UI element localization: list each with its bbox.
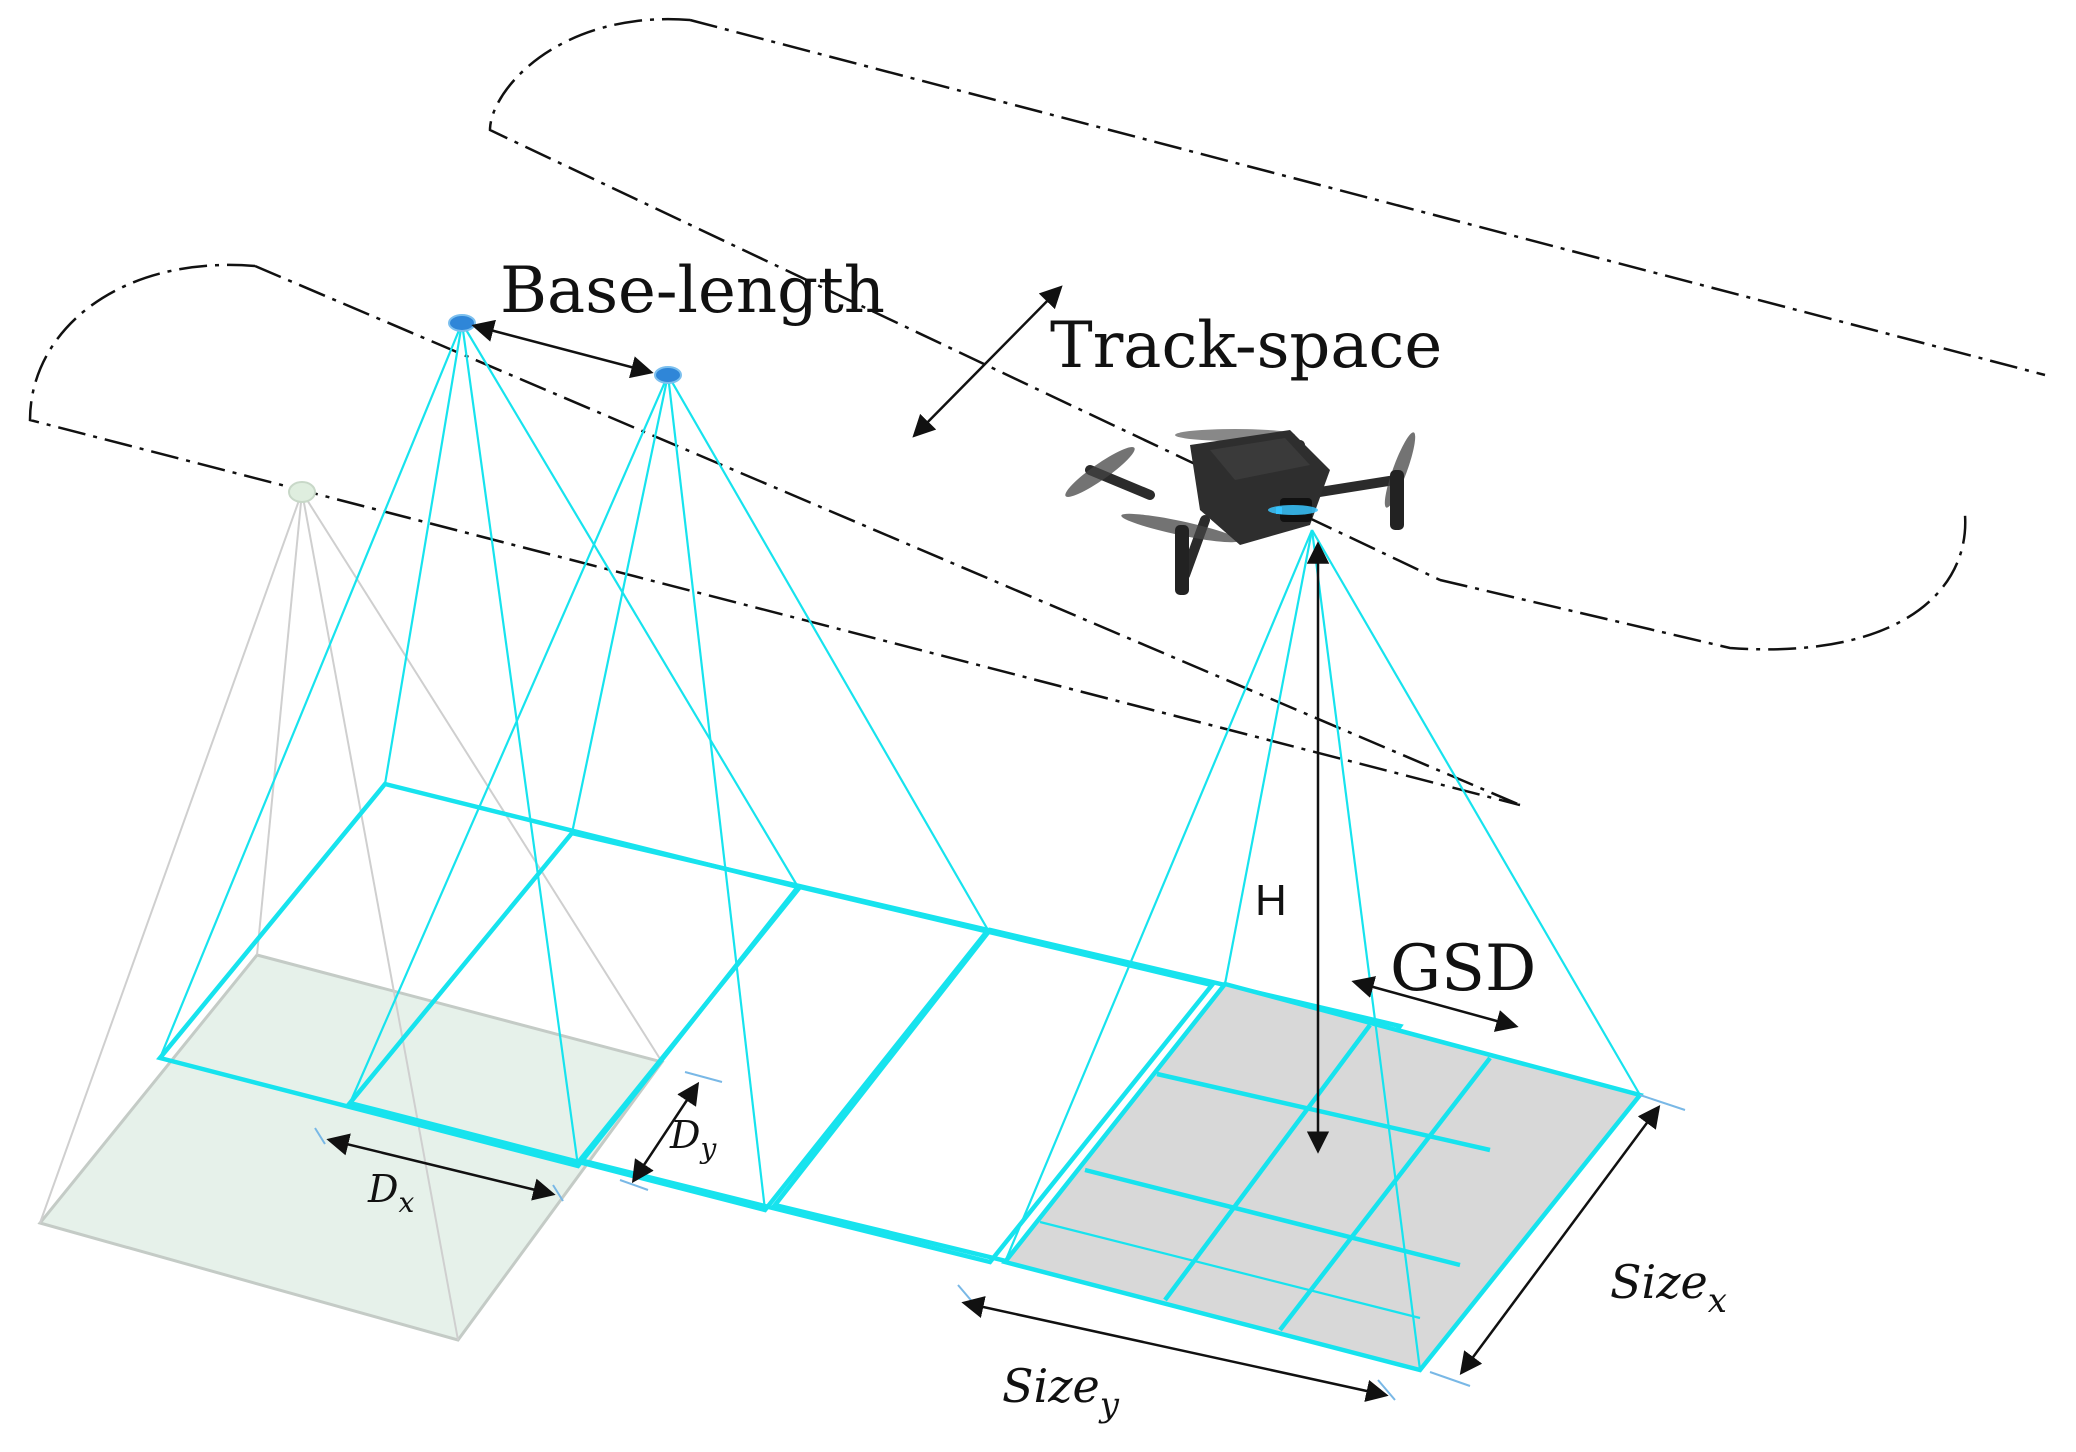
footprint-3 xyxy=(576,884,1216,1265)
previous-footprint xyxy=(37,481,665,1342)
current-footprint xyxy=(1001,529,1644,1373)
size-y-arrow xyxy=(961,1296,1389,1402)
flight-route-upper xyxy=(488,17,2046,651)
dx-arrow xyxy=(326,1133,556,1201)
dy-label: Dy xyxy=(669,1113,717,1165)
camera-position-2 xyxy=(654,366,682,384)
dy-arrow xyxy=(631,1081,700,1184)
base-length-arrow xyxy=(471,319,654,379)
dx-label: Dx xyxy=(367,1167,414,1219)
base-length-label: Base-length xyxy=(500,254,885,328)
size-x-arrow xyxy=(1459,1104,1661,1376)
size-y-label: Sizey xyxy=(1002,1359,1120,1425)
track-space-arrow xyxy=(912,285,1063,438)
size-x-label: Sizex xyxy=(1610,1255,1727,1321)
gsd-label: GSD xyxy=(1390,932,1536,1006)
gsd-arrow xyxy=(1351,976,1519,1032)
quadcopter-drone-icon xyxy=(1065,429,1416,595)
track-space-label: Track-space xyxy=(1050,309,1442,383)
height-label: H xyxy=(1255,876,1287,925)
camera-position-1 xyxy=(448,314,476,332)
